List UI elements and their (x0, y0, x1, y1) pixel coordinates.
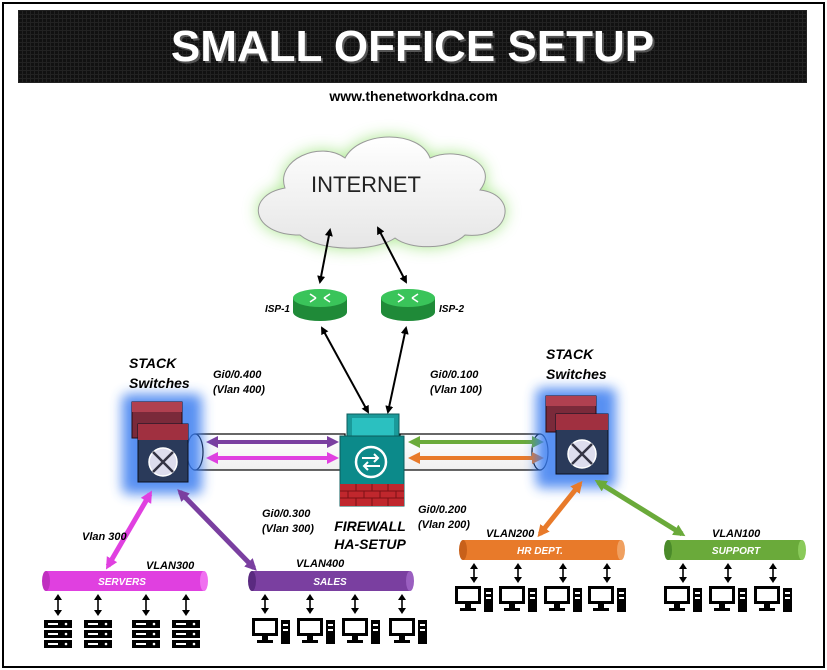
hr-vlan-label: VLAN200 (486, 528, 535, 540)
computer-icon (754, 586, 792, 612)
link-switch-hr (537, 480, 583, 538)
firewall-icon (339, 413, 405, 507)
gi200-iface-label: Gi0/0.200 (418, 504, 467, 516)
right-stack-label-line1: STACK (546, 346, 594, 362)
server-icon (44, 620, 72, 648)
computer-icon (499, 586, 537, 612)
support-vlan-label: VLAN100 (712, 528, 761, 540)
right-trunk-pipe (399, 433, 549, 471)
title-bar: SMALL OFFICE SETUP (18, 10, 807, 83)
servers-segment-label: SERVERS (98, 577, 146, 588)
computer-icon (455, 586, 493, 612)
computer-icon (342, 618, 380, 644)
support-segment-label: SUPPORT (712, 546, 761, 557)
right-stack-switch-icon (536, 388, 616, 488)
sales-segment-label: SALES (313, 577, 347, 588)
servers-link-label: Vlan 300 (82, 531, 128, 543)
isp1-label: ISP-1 (265, 304, 290, 315)
router-isp1-icon (293, 289, 347, 321)
link-switch-sales (177, 489, 257, 571)
right-stack-label-line2: Switches (546, 366, 607, 382)
isp2-label: ISP-2 (439, 304, 464, 315)
left-stack-label-line2: Switches (129, 375, 190, 391)
gi300-iface-label: Gi0/0.300 (262, 508, 311, 520)
gi400-iface-label: Gi0/0.400 (213, 369, 262, 381)
servers-vlan-label: VLAN300 (146, 560, 195, 572)
gi400-vlan-label: (Vlan 400) (213, 384, 265, 396)
gi200-vlan-label: (Vlan 200) (418, 519, 470, 531)
left-stack-switch-icon (122, 394, 202, 494)
firewall-label-line1: FIREWALL (334, 518, 406, 534)
sales-vlan-label: VLAN400 (296, 558, 345, 570)
internet-label: INTERNET (311, 172, 421, 197)
sales-segment-bar: SALES (248, 571, 414, 591)
computer-icon (664, 586, 702, 612)
link-isp2-firewall (385, 326, 409, 414)
left-trunk-pipe (186, 433, 346, 471)
support-segment-bar: SUPPORT (664, 540, 806, 560)
link-isp1-firewall (321, 326, 369, 414)
computer-icon (389, 618, 427, 644)
server-icon (172, 620, 200, 648)
gi100-iface-label: Gi0/0.100 (430, 369, 479, 381)
hr-segment-bar: HR DEPT. (459, 540, 625, 560)
server-icon (132, 620, 160, 648)
hr-segment-label: HR DEPT. (517, 546, 563, 557)
website-url: www.thenetworkdna.com (329, 88, 498, 104)
gi100-vlan-label: (Vlan 100) (430, 384, 482, 396)
computer-icon (588, 586, 626, 612)
left-stack-label-line1: STACK (129, 355, 177, 371)
link-cloud-isp2 (377, 226, 407, 284)
computer-icon (252, 618, 290, 644)
server-icon (84, 620, 112, 648)
page-title: SMALL OFFICE SETUP (170, 21, 655, 71)
router-isp2-icon (381, 289, 435, 321)
link-cloud-isp1 (317, 228, 333, 284)
servers-segment-bar: SERVERS (42, 571, 208, 591)
computer-icon (297, 618, 335, 644)
computer-icon (709, 586, 747, 612)
link-switch-servers (105, 490, 153, 570)
link-switch-support (594, 479, 686, 537)
internet-cloud: INTERNET (257, 136, 506, 249)
computer-icon (544, 586, 582, 612)
gi300-vlan-label: (Vlan 300) (262, 523, 314, 535)
firewall-label-line2: HA-SETUP (334, 536, 406, 552)
device-groups (44, 563, 792, 648)
